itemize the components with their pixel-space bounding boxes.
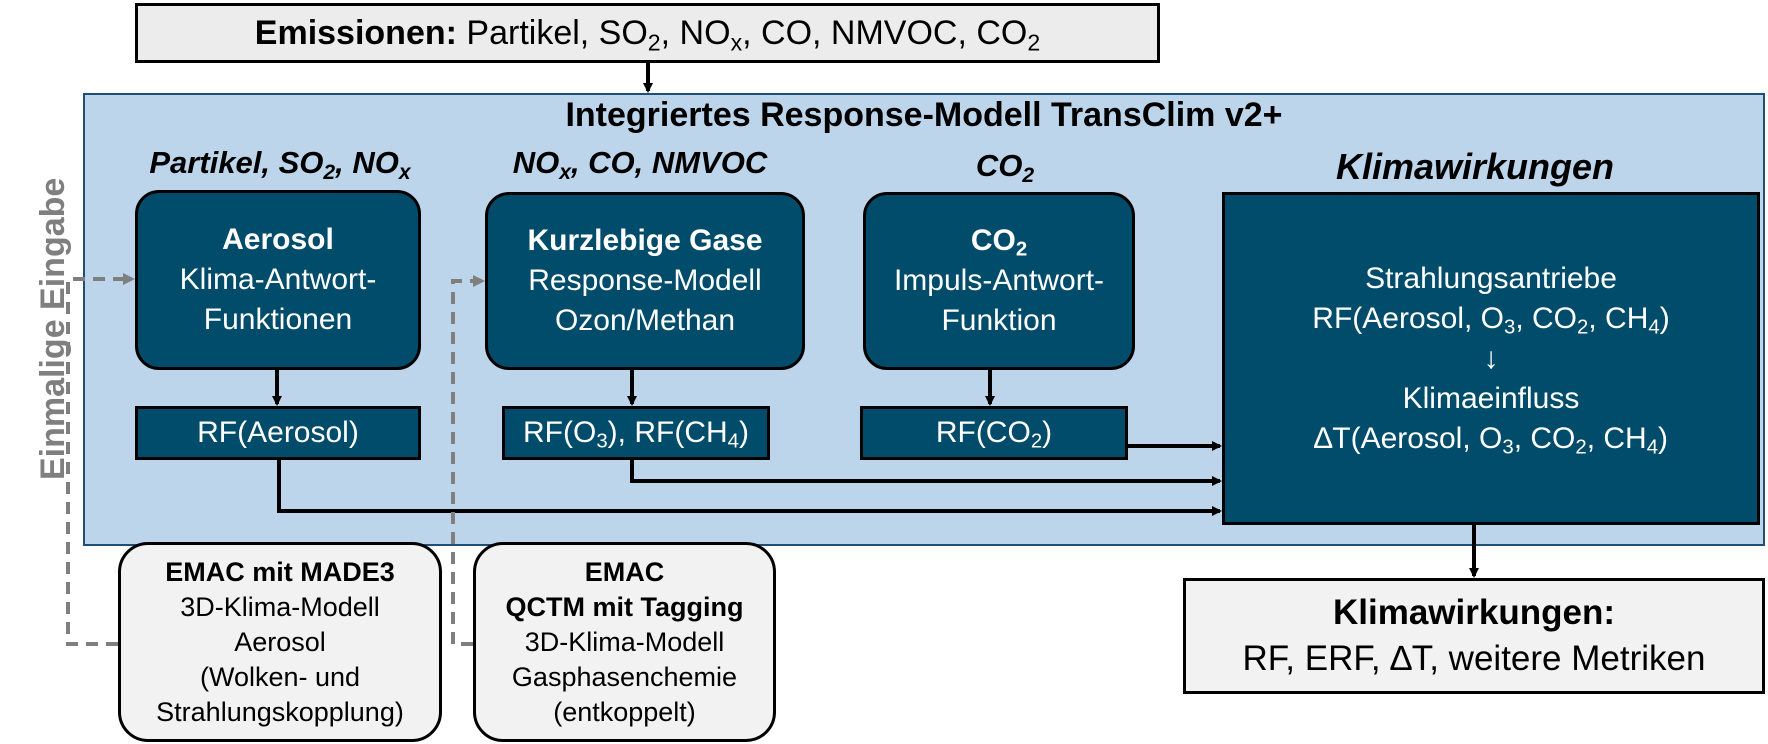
rf-sub: 3: [1504, 316, 1516, 339]
dt-text: ∆T(Aerosol, O: [1313, 421, 1503, 455]
co2-title-text: CO: [970, 224, 1016, 257]
dt-text: , CO: [1513, 421, 1576, 455]
aerosol-box-title: Aerosol: [222, 223, 334, 256]
emissions-items: Partikel, SO: [466, 13, 648, 52]
emac-qctm-line1: 3D-Klima-Modell: [524, 626, 725, 657]
model-title: Integriertes Response-Modell TransClim v…: [565, 96, 1283, 134]
emac-made3-box: EMAC mit MADE3 3D-Klima-Modell Aerosol (…: [118, 542, 442, 742]
emac-made3-line1: 3D-Klima-Modell: [180, 591, 380, 622]
short-lived-gases-box: Kurzlebige Gase Response-Modell Ozon/Met…: [485, 192, 805, 370]
aerosol-box-line2: Funktionen: [203, 303, 353, 336]
dt-sub: 4: [1646, 436, 1659, 459]
rf-sub: 3: [596, 430, 608, 453]
dashed-input-gases: [451, 275, 485, 646]
emissions-box: Emissionen: Partikel, SO2, NOx, CO, NMVO…: [135, 3, 1160, 63]
head-text: CO: [975, 148, 1023, 183]
dt-sub: 2: [1575, 436, 1587, 459]
head-sub: 2: [1022, 163, 1035, 187]
climate-dt-line: ∆T(Aerosol, O3, CO2, CH4): [1314, 419, 1668, 459]
rf-text: ), RF(CH: [607, 416, 728, 449]
emissions-text: Emissionen: Partikel, SO2, NOx, CO, NMVO…: [254, 13, 1041, 55]
emissions-sub: x: [730, 28, 743, 55]
emac-qctm-title1: EMAC: [584, 556, 665, 587]
rf-gases-box: RF(O3), RF(CH4): [502, 406, 770, 460]
head-text: NO: [512, 145, 560, 180]
head-text: Partikel, SO: [149, 145, 324, 180]
column-head-co2: CO2: [935, 148, 1075, 187]
co2-box-line1: Impuls-Antwort-: [893, 264, 1105, 297]
rf-sub: 2: [1577, 316, 1589, 339]
column-head-gases: NOx, CO, NMVOC: [480, 145, 800, 184]
output-title: Klimawirkungen:: [1333, 593, 1615, 632]
emac-made3-line2: Aerosol: [234, 626, 326, 657]
aerosol-box-line1: Klima-Antwort-: [179, 263, 377, 296]
gases-box-line2: Ozon/Methan: [554, 304, 736, 337]
arrow-rf-aerosol-to-climate: [277, 460, 1222, 516]
output-items: RF, ERF, ∆T, weitere Metriken: [1242, 639, 1706, 678]
dt-sub: 3: [1502, 436, 1514, 459]
rf-text: , CO: [1515, 301, 1578, 335]
arrow-rf-gases-to-climate: [630, 460, 1222, 486]
climate-effects-box: Strahlungsantriebe RF(Aerosol, O3, CO2, …: [1222, 192, 1760, 525]
emissions-sub: 2: [647, 28, 661, 55]
output-box: Klimawirkungen: RF, ERF, ∆T, weitere Met…: [1183, 578, 1765, 694]
co2-box-title: CO2: [971, 221, 1027, 261]
rf-sub: 2: [1030, 430, 1043, 453]
rf-text: , CH: [1588, 301, 1649, 335]
head-sub: x: [559, 160, 571, 184]
climate-rf-line: RF(Aerosol, O3, CO2, CH4): [1312, 299, 1669, 339]
co2-box-line2: Funktion: [941, 304, 1057, 337]
emac-made3-line4: Strahlungskopplung): [156, 696, 404, 727]
climate-line1: Strahlungsantriebe: [1365, 261, 1617, 295]
column-head-aerosol: Partikel, SO2, NOx: [120, 145, 440, 184]
gases-box-line1: Response-Modell: [528, 264, 762, 297]
rf-text: RF(Aerosol, O: [1312, 301, 1504, 335]
emac-qctm-line2: Gasphasenchemie: [511, 661, 738, 692]
rf-gases-text: RF(O3), RF(CH4): [523, 416, 749, 453]
co2-model-box: CO2 Impuls-Antwort- Funktion: [863, 192, 1135, 370]
rf-text: RF(CO: [935, 416, 1031, 449]
emac-qctm-box: EMAC QCTM mit Tagging 3D-Klima-Modell Ga…: [473, 542, 776, 742]
rf-sub: 4: [727, 430, 739, 453]
emac-qctm-title2: QCTM mit Tagging: [505, 591, 744, 622]
dt-text: ): [1658, 421, 1669, 455]
co2-title-sub: 2: [1015, 238, 1028, 261]
emissions-items: , NO: [660, 13, 731, 52]
head-text: , CO, NMVOC: [570, 145, 768, 180]
aerosol-model-box: Aerosol Klima-Antwort- Funktionen: [135, 190, 421, 370]
rf-co2-box: RF(CO2): [860, 406, 1128, 460]
dt-text: , CH: [1586, 421, 1647, 455]
head-sub: x: [398, 160, 411, 184]
rf-text: ): [739, 416, 749, 449]
column-head-climate: Klimawirkungen: [1335, 146, 1615, 187]
down-arrow-icon: ↓: [1483, 341, 1499, 375]
emissions-label: Emissionen:: [254, 13, 457, 52]
dashed-input-aerosol: [66, 273, 135, 646]
emac-made3-title: EMAC mit MADE3: [165, 556, 395, 587]
emac-made3-line3: (Wolken- und: [199, 661, 361, 692]
rf-co2-text: RF(CO2): [935, 416, 1053, 453]
rf-text: ): [1042, 416, 1053, 449]
gases-box-title: Kurzlebige Gase: [527, 224, 763, 257]
rf-text: RF(O: [523, 416, 597, 449]
rf-text: ): [1659, 301, 1670, 335]
emissions-items: , CO, NMVOC, CO: [742, 13, 1028, 52]
emissions-sub: 2: [1027, 28, 1041, 55]
rf-aerosol-box: RF(Aerosol): [135, 406, 421, 460]
rf-sub: 4: [1648, 316, 1660, 339]
climate-line3: Klimaeinfluss: [1402, 381, 1580, 415]
emac-qctm-line3: (entkoppelt): [553, 696, 696, 727]
head-text: , NO: [335, 145, 399, 180]
head-sub: 2: [323, 160, 336, 184]
